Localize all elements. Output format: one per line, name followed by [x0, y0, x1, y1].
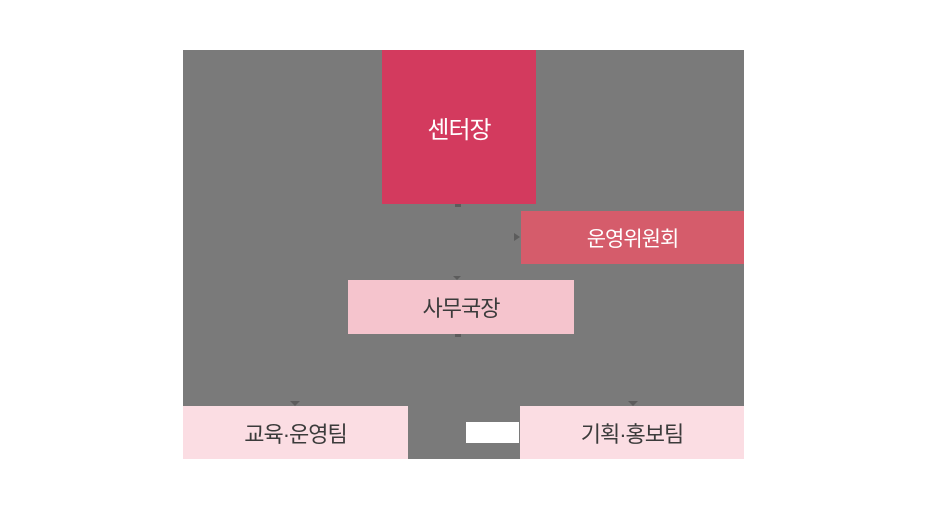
panel-white-cutout — [466, 422, 519, 443]
connector-arrow-education-operations-team — [290, 401, 300, 406]
connector-stub-secretary-general-bottom — [455, 334, 461, 337]
org-node-center-director: 센터장 — [382, 50, 536, 204]
org-node-label-secretary-general: 사무국장 — [422, 296, 501, 321]
connector-arrow-secretary-general — [453, 276, 461, 280]
org-node-label-center-director: 센터장 — [427, 116, 491, 144]
org-node-label-education-operations-team: 교육·운영팀 — [244, 421, 348, 447]
org-node-secretary-general: 사무국장 — [348, 280, 574, 334]
org-node-label-steering-committee: 운영위원회 — [586, 227, 680, 251]
org-node-steering-committee: 운영위원회 — [521, 211, 744, 264]
connector-arrow-steering-committee — [514, 233, 520, 241]
connector-stub-center-director-bottom — [455, 204, 461, 207]
connector-arrow-planning-pr-team — [628, 401, 638, 406]
org-node-education-operations-team: 교육·운영팀 — [183, 406, 408, 459]
org-node-planning-pr-team: 기획·홍보팀 — [520, 406, 744, 459]
org-node-label-planning-pr-team: 기획·홍보팀 — [580, 421, 685, 447]
